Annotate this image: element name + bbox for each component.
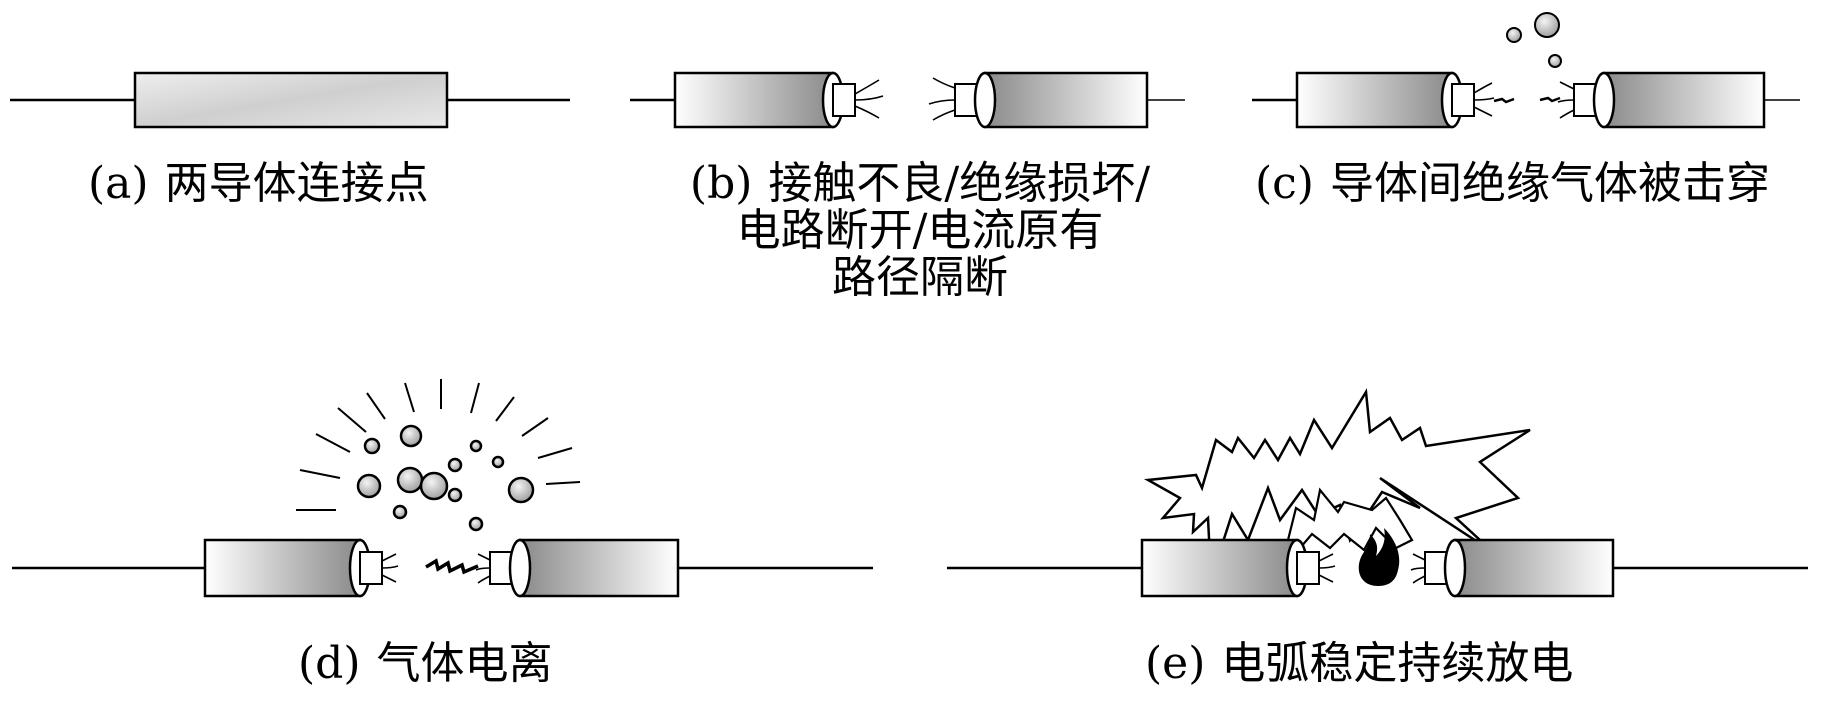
caption-tag: (e) <box>1145 638 1206 689</box>
cable-left <box>1140 538 1299 598</box>
inner-burst <box>1286 487 1414 552</box>
flame-icon <box>1358 528 1400 586</box>
frayed-strands <box>928 77 956 121</box>
cable-left <box>1295 71 1454 129</box>
caption-text: 导体间绝缘气体被击穿 <box>1329 158 1770 209</box>
caption-tag: (c) <box>1255 158 1314 209</box>
panel-d-illustration <box>12 379 873 598</box>
spark-left <box>1493 97 1515 104</box>
cable-right <box>518 538 680 598</box>
caption-b: (b) 接触不良/绝缘损坏/ 电路断开/电流原有 路径隔断 <box>640 160 1200 301</box>
spark-right <box>1539 96 1561 103</box>
panel-e-illustration <box>947 388 1808 598</box>
cable-left <box>673 71 835 129</box>
caption-text: 气体电离 <box>376 638 553 689</box>
caption-tag: (a) <box>88 158 149 209</box>
caption-text: 两导体连接点 <box>164 158 429 209</box>
caption-tag: (b) <box>689 158 753 209</box>
caption-tag: (d) <box>298 638 361 689</box>
caption-text-line-1: 接触不良/绝缘损坏/ <box>768 158 1151 209</box>
radiating-lines <box>296 379 581 511</box>
gas-bubble <box>1506 27 1522 43</box>
caption-text-line-3: 路径隔断 <box>832 252 1008 303</box>
caption-d: (d) 气体电离 <box>298 640 553 687</box>
gas-bubble <box>1548 54 1562 68</box>
ion-bubbles <box>356 424 535 532</box>
panel-a-illustration <box>10 71 570 129</box>
lightning-spark <box>425 558 479 575</box>
cable-right <box>1602 71 1766 129</box>
caption-text-line-2: 电路断开/电流原有 <box>736 205 1104 256</box>
caption-e: (e) 电弧稳定持续放电 <box>1145 640 1573 687</box>
caption-a: (a) 两导体连接点 <box>88 160 429 207</box>
joint-sleeve <box>133 71 449 129</box>
panel-b-illustration <box>630 71 1185 129</box>
cable-right <box>1453 538 1615 598</box>
gas-bubble <box>1534 12 1560 38</box>
panel-c-illustration <box>1252 12 1800 129</box>
cable-left <box>203 538 362 598</box>
caption-c: (c) 导体间绝缘气体被击穿 <box>1255 160 1770 207</box>
frayed-strands <box>854 79 884 119</box>
cable-right <box>983 71 1149 129</box>
caption-text: 电弧稳定持续放电 <box>1221 638 1574 689</box>
